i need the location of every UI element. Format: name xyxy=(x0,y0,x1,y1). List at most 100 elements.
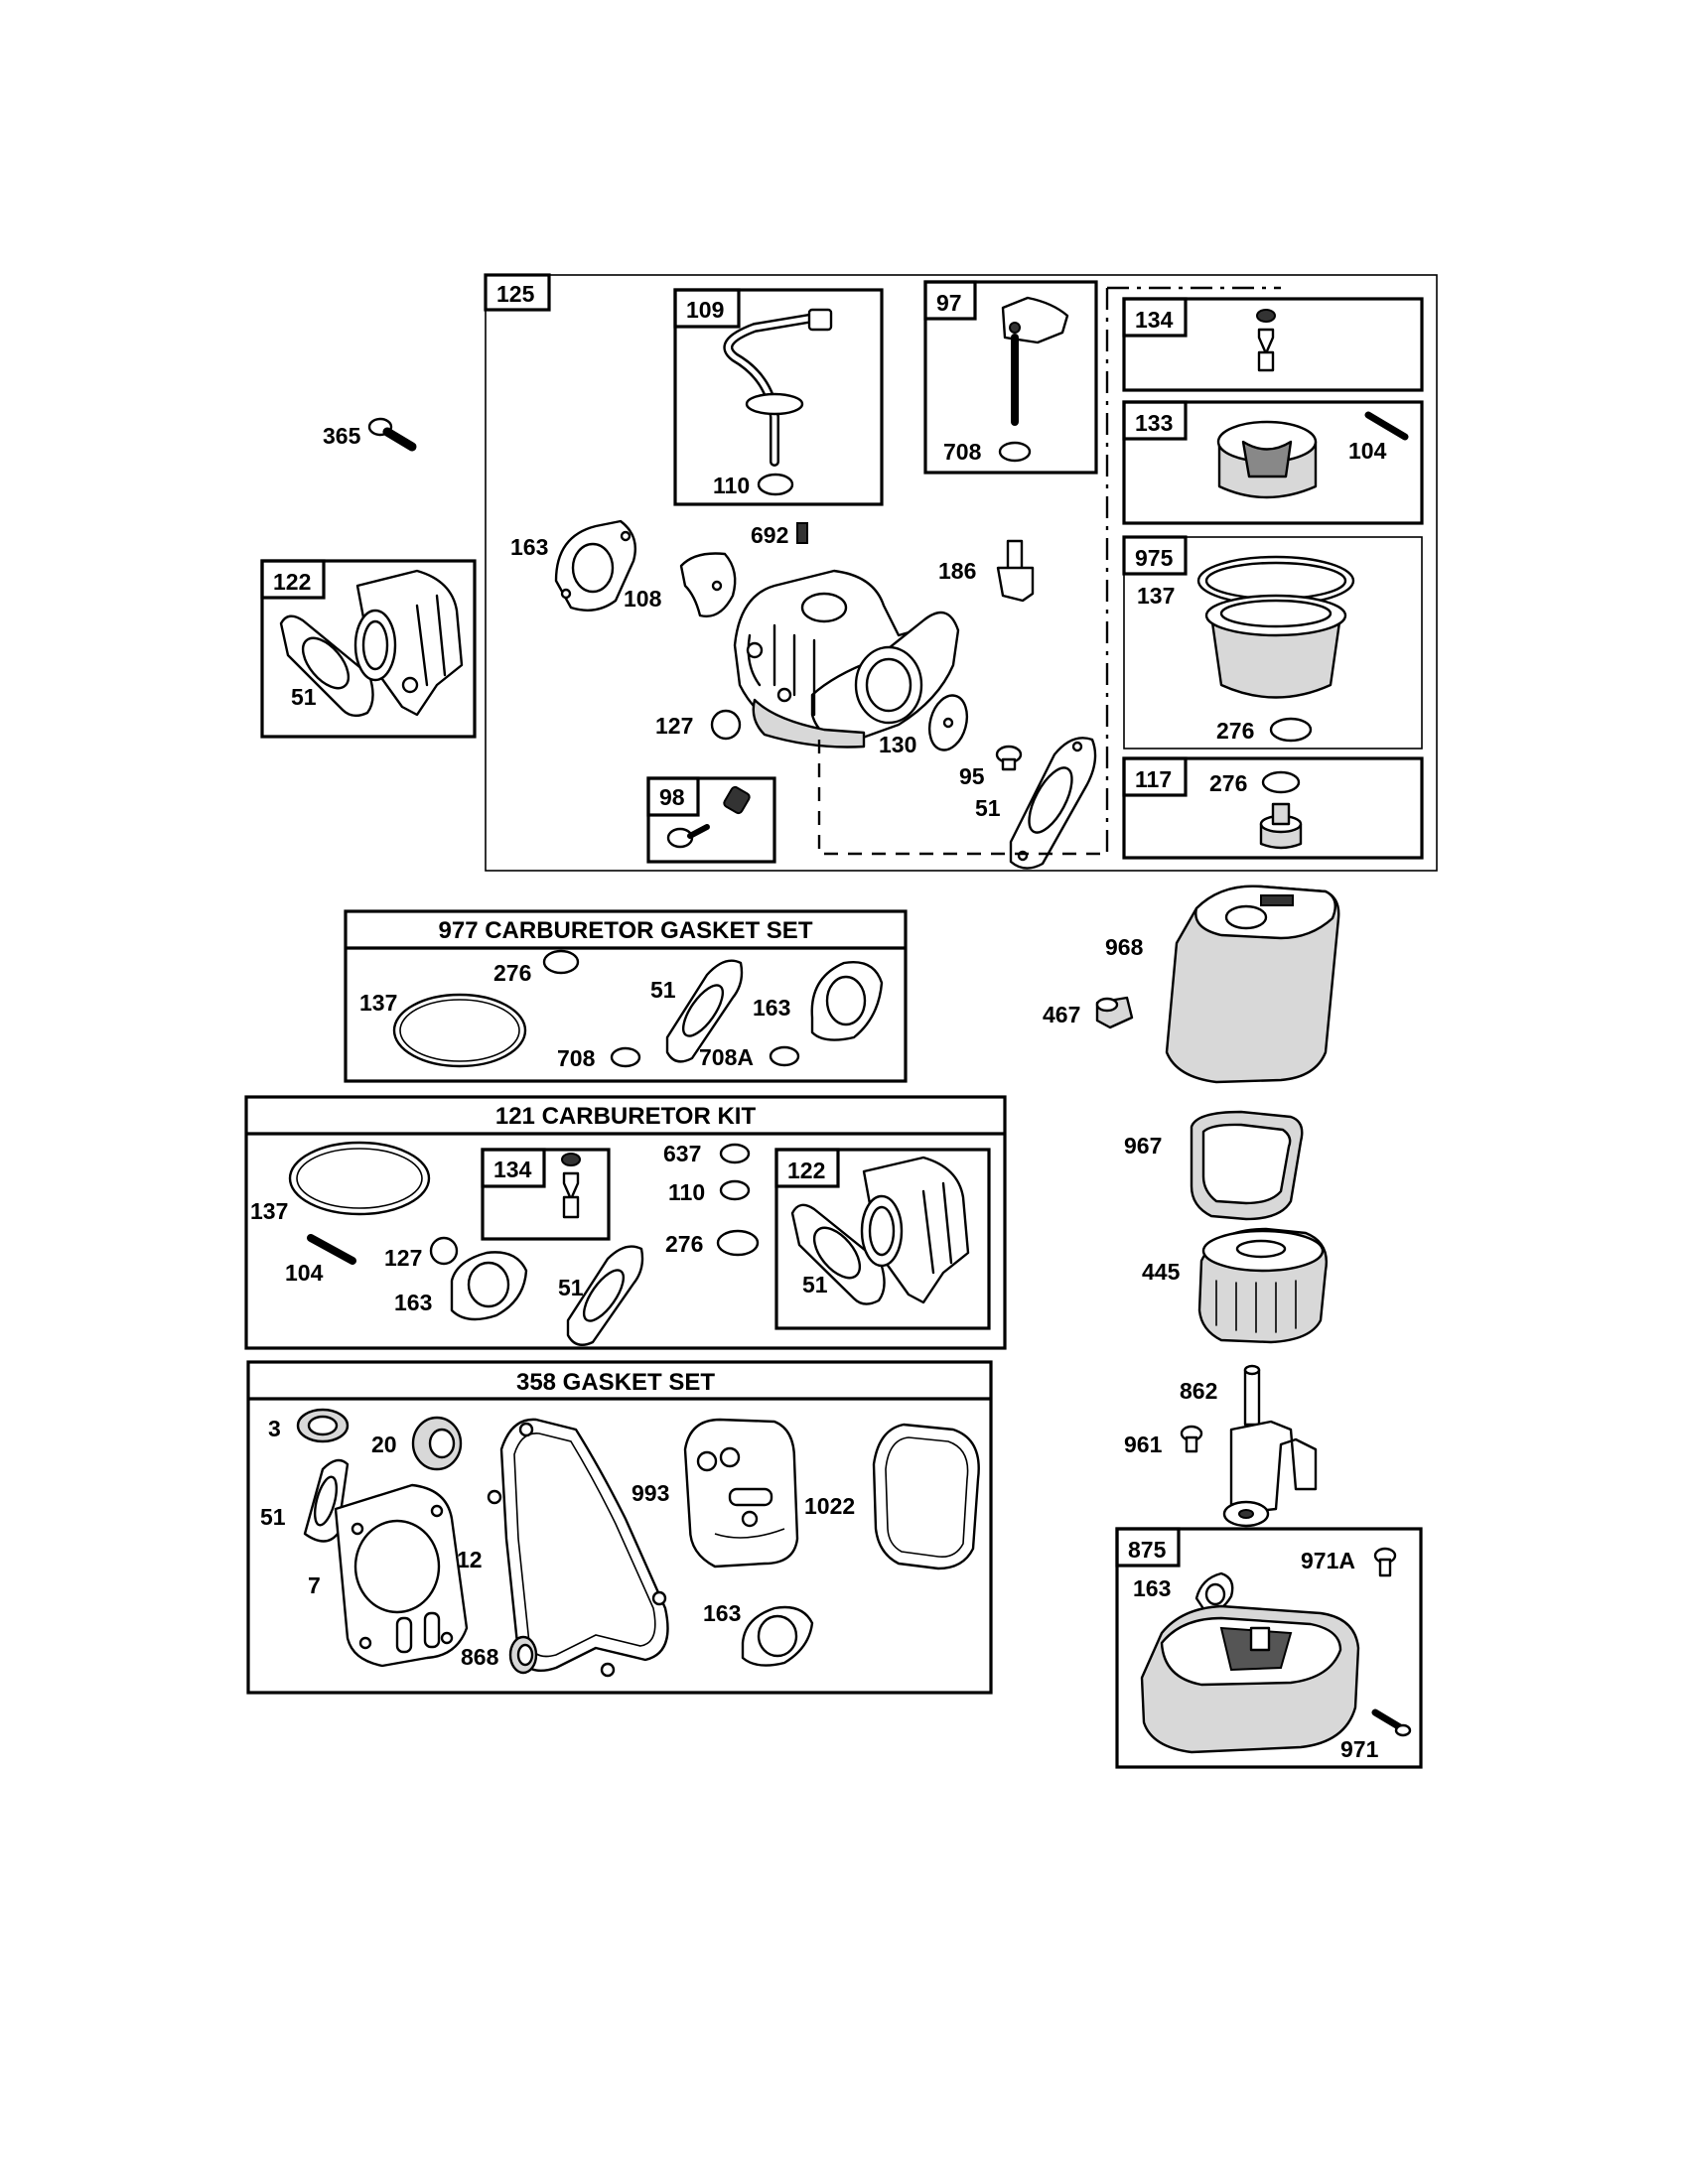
head-gasket-7-part xyxy=(334,1483,469,1668)
kit-washer-110-part xyxy=(719,1179,751,1201)
kit-washer-276-part xyxy=(716,1229,760,1257)
fuel-pipe-part xyxy=(723,308,833,467)
bolt-961-part xyxy=(1180,1425,1203,1453)
callout-875: 875 xyxy=(1128,1537,1167,1563)
callout-130: 130 xyxy=(879,732,916,757)
callout-365: 365 xyxy=(323,423,361,449)
callout-k121-122: 122 xyxy=(787,1158,825,1183)
callout-g977-163: 163 xyxy=(753,995,790,1021)
float-bowl-part xyxy=(1196,555,1355,699)
carburetor-body-part xyxy=(733,569,960,749)
callout-134: 134 xyxy=(1135,307,1174,333)
throttle-shaft-part xyxy=(1001,296,1069,426)
intake-manifold-box xyxy=(260,559,477,739)
callout-box-975 xyxy=(1122,535,1188,576)
gasket-set-977-title: 977 CARBURETOR GASKET SET xyxy=(439,917,813,944)
callout-k121-137: 137 xyxy=(250,1198,288,1224)
kit-oring-137-inner xyxy=(296,1148,423,1209)
callout-125: 125 xyxy=(496,281,535,307)
bolt-washer-part xyxy=(1261,770,1301,794)
callout-137: 137 xyxy=(1137,583,1175,609)
callout-467: 467 xyxy=(1043,1002,1080,1027)
callout-g358-20: 20 xyxy=(371,1432,397,1457)
washer-708-kit-part xyxy=(610,1046,641,1068)
callout-968: 968 xyxy=(1105,934,1144,960)
callout-109: 109 xyxy=(686,297,724,323)
callout-g977-51: 51 xyxy=(650,977,676,1003)
callout-g358-51: 51 xyxy=(260,1504,286,1530)
carburetor-kit-121-title: 121 CARBURETOR KIT xyxy=(495,1103,757,1130)
bowl-gasket-276-part xyxy=(1269,717,1313,743)
gasket-163-kit-part xyxy=(810,961,884,1041)
gasket-set-977-frame xyxy=(344,909,908,1083)
gasket-51-kit-part xyxy=(665,959,744,1063)
oring-137-inner xyxy=(399,999,520,1062)
kit-callout-box-122 xyxy=(774,1148,840,1188)
crankcase-gasket-12-part xyxy=(487,1418,669,1678)
air-cleaner-cover-968-part xyxy=(1165,885,1340,1084)
callout-box-109 xyxy=(673,288,741,329)
callout-box-122 xyxy=(260,559,326,600)
gasket-993-part xyxy=(683,1418,799,1569)
base-gasket-163-part xyxy=(1194,1571,1234,1615)
callout-k121-637: 637 xyxy=(663,1141,701,1166)
subassembly-divider xyxy=(1105,286,1281,854)
air-cleaner-group: 968 467 967 445 862 961 xyxy=(1043,885,1423,1769)
callout-k121-127: 127 xyxy=(384,1245,422,1271)
kit-oring-137-part xyxy=(288,1141,431,1216)
float-pin-part xyxy=(1364,411,1409,441)
callout-k121-51: 51 xyxy=(558,1275,584,1300)
washer-708-part xyxy=(998,441,1032,463)
callout-133: 133 xyxy=(1135,410,1173,436)
callout-k121-163: 163 xyxy=(394,1290,432,1315)
kit-gasket-51-part xyxy=(566,1245,644,1346)
fuel-pipe-box xyxy=(673,288,884,506)
callout-127: 127 xyxy=(655,713,693,739)
callout-708: 708 xyxy=(943,439,982,465)
callout-163: 163 xyxy=(510,534,548,560)
callout-51: 51 xyxy=(291,684,317,710)
callout-971A: 971A xyxy=(1301,1548,1355,1573)
gasket-163-part xyxy=(554,519,637,612)
kit-plug-127-part xyxy=(429,1236,459,1266)
callout-box-98 xyxy=(646,776,700,817)
oil-seal-3-part xyxy=(296,1408,350,1443)
callout-g358-163: 163 xyxy=(703,1600,741,1626)
screw-971A-part xyxy=(1373,1547,1397,1577)
stud-bracket-862-part xyxy=(1222,1364,1318,1528)
callout-g977-276: 276 xyxy=(493,960,531,986)
callout-445: 445 xyxy=(1142,1259,1181,1285)
bowl-bolt-box xyxy=(1122,756,1424,860)
washer-708a-part xyxy=(769,1045,800,1067)
float-bowl-box xyxy=(1123,536,1423,750)
carburetor-assembly-group: 125 109 110 97 708 134 xyxy=(484,273,1438,872)
throttle-plate-130-part xyxy=(927,694,969,751)
oring-137-part xyxy=(392,993,527,1068)
screw-971-part xyxy=(1371,1708,1412,1737)
gasket-set-977-group: 977 CARBURETOR GASKET SET 137 276 708 51… xyxy=(344,909,908,1083)
callout-g358-7: 7 xyxy=(308,1572,321,1598)
callout-975: 975 xyxy=(1135,545,1174,571)
gasket-set-358-frame xyxy=(246,1360,993,1695)
callout-117: 117 xyxy=(1135,766,1172,792)
precleaner-967-part xyxy=(1190,1110,1304,1221)
callout-g358-868: 868 xyxy=(461,1644,499,1670)
callout-276: 276 xyxy=(1216,718,1254,744)
float-box xyxy=(1122,400,1424,525)
idle-screw-part xyxy=(666,785,751,849)
callout-k121-110: 110 xyxy=(668,1179,705,1205)
washer-276-part xyxy=(542,949,580,975)
callout-108: 108 xyxy=(624,586,662,612)
float-part xyxy=(1216,420,1318,499)
callout-104: 104 xyxy=(1348,438,1387,464)
callout-692: 692 xyxy=(751,522,788,548)
callout-k121-104: 104 xyxy=(285,1260,324,1286)
kit-intake-manifold-part xyxy=(860,1156,970,1304)
fuel-inlet-186-part xyxy=(996,539,1035,603)
kit-callout-box-134 xyxy=(481,1148,546,1188)
callout-g977-708: 708 xyxy=(557,1045,596,1071)
gasket-51-part xyxy=(1009,737,1097,870)
welch-plug-127-part xyxy=(710,709,742,741)
callout-98: 98 xyxy=(659,784,685,810)
